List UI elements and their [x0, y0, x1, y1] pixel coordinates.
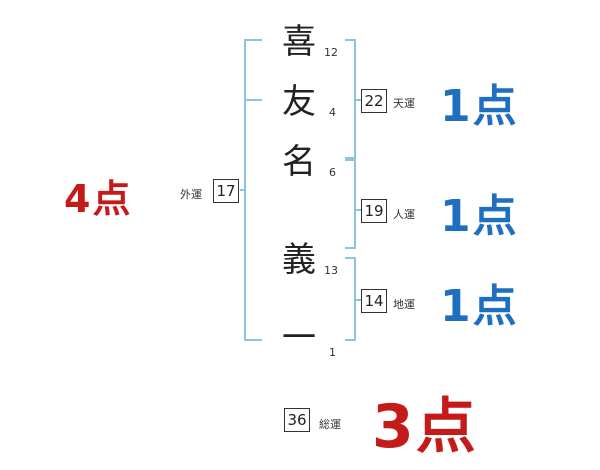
stroke-count-2: 4 [329, 106, 336, 119]
outer-bracket [244, 39, 262, 341]
chikaku-label: 地運 [393, 298, 415, 311]
jinkaku-bracket [345, 159, 356, 249]
tenkaku-label: 天運 [393, 97, 415, 110]
jinkaku-score: 1点 [440, 191, 519, 242]
chikaku-bracket [345, 257, 356, 341]
stroke-count-5: 1 [329, 346, 336, 359]
tenkaku-bracket [345, 39, 356, 159]
jinkaku-value: 19 [361, 199, 387, 223]
tenkaku-score: 1点 [440, 81, 519, 132]
soukaku-value: 36 [284, 408, 310, 432]
jinkaku-label: 人運 [393, 208, 415, 221]
chikaku-value: 14 [361, 289, 387, 313]
gaikaku-label: 外運 [180, 188, 202, 201]
stroke-count-1: 12 [324, 46, 338, 59]
chikaku-score: 1点 [440, 281, 519, 332]
name-char-3: 名 [282, 142, 316, 182]
stroke-count-4: 13 [324, 264, 338, 277]
gaikaku-score: 4点 [64, 177, 133, 221]
soukaku-label: 総運 [319, 418, 341, 431]
tenkaku-value: 22 [361, 89, 387, 113]
name-char-4: 義 [282, 240, 316, 280]
soukaku-score: 3点 [372, 392, 478, 462]
name-char-2: 友 [282, 82, 316, 122]
stroke-count-3: 6 [329, 166, 336, 179]
gaikaku-value: 17 [213, 179, 239, 203]
name-char-1: 喜 [282, 22, 316, 62]
name-char-5: 一 [282, 318, 316, 358]
